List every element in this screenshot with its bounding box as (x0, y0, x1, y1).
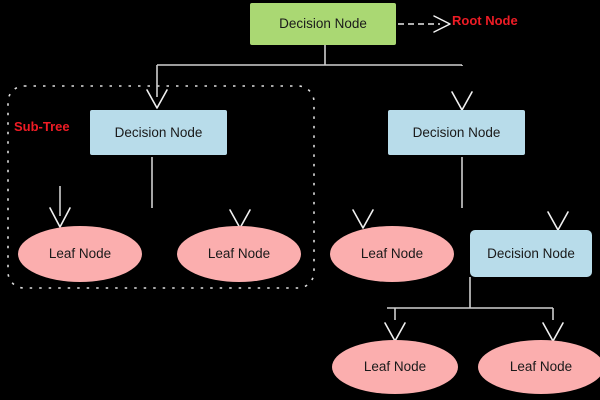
root-to-right-decision-arrowhead (451, 91, 473, 111)
left-decision-node-label: Decision Node (114, 124, 203, 140)
leaf-node-2[interactable]: Leaf Node (177, 226, 301, 282)
root-to-left-decision-arrowhead (146, 89, 168, 109)
sub-tree-annotation: Sub-Tree (14, 119, 70, 134)
leaf-node-5[interactable]: Leaf Node (478, 340, 600, 394)
leaf-node-1[interactable]: Leaf Node (18, 226, 142, 282)
lower-to-leaf5-arrowhead (542, 322, 564, 342)
right-decision-node[interactable]: Decision Node (388, 110, 525, 155)
right-decision-to-leaf3-arrowhead (352, 209, 374, 229)
leaf-node-5-label: Leaf Node (509, 359, 573, 375)
lower-decision-node-label: Decision Node (487, 245, 575, 261)
leaf-node-4-label: Leaf Node (363, 359, 427, 375)
lower-to-leaf4-arrowhead (384, 322, 406, 342)
root-node-annotation: Root Node (452, 13, 518, 28)
root-annotation-arrowhead (433, 15, 451, 33)
leaf-node-3[interactable]: Leaf Node (330, 226, 454, 282)
root-decision-node-label: Decision Node (279, 16, 367, 32)
right-decision-to-lower-decision-arrowhead (547, 211, 569, 231)
leaf-node-3-label: Leaf Node (360, 246, 424, 262)
root-decision-node[interactable]: Decision Node (250, 3, 396, 45)
lower-decision-node[interactable]: Decision Node (470, 230, 592, 277)
leaf-node-2-label: Leaf Node (207, 246, 271, 262)
leaf-node-1-label: Leaf Node (48, 246, 112, 262)
left-decision-node[interactable]: Decision Node (90, 110, 227, 155)
leaf-node-4[interactable]: Leaf Node (332, 340, 458, 394)
right-decision-node-label: Decision Node (412, 124, 501, 140)
